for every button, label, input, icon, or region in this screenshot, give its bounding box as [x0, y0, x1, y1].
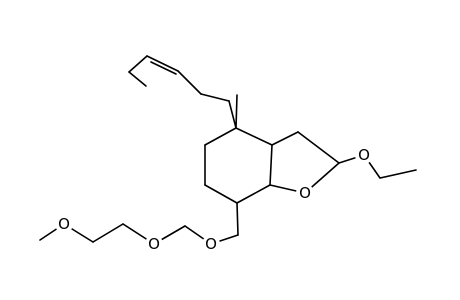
bond — [92, 223, 124, 243]
methoxy-oxygen: O — [55, 215, 73, 233]
bond — [177, 70, 202, 95]
bond — [379, 169, 417, 179]
ring-oxygen-label: O — [299, 184, 311, 202]
linker-oxygen-label: O — [205, 235, 217, 253]
methoxy-oxygen-label: O — [58, 215, 70, 233]
bond — [235, 127, 273, 146]
double-bond-inner-line — [150, 61, 177, 75]
linker-oxygen: O — [202, 235, 220, 253]
bond — [128, 71, 147, 87]
bond — [297, 131, 340, 164]
ring-oxygen: O — [296, 184, 314, 202]
methyl-bond — [235, 94, 238, 129]
bond — [146, 55, 179, 72]
acetal-oxygen-label: O — [148, 235, 160, 253]
bond — [269, 144, 273, 186]
atom-labels: O O O O O — [55, 146, 373, 253]
bond — [236, 202, 239, 236]
bond — [200, 93, 230, 102]
bond — [204, 127, 237, 146]
acetal-oxygen: O — [145, 235, 163, 253]
bond — [236, 184, 271, 204]
ethoxy-oxygen: O — [355, 146, 373, 164]
bond — [204, 184, 238, 204]
bond — [128, 55, 148, 73]
bond — [271, 131, 299, 146]
ethoxy-oxygen-label: O — [358, 146, 370, 164]
bond — [228, 100, 237, 129]
